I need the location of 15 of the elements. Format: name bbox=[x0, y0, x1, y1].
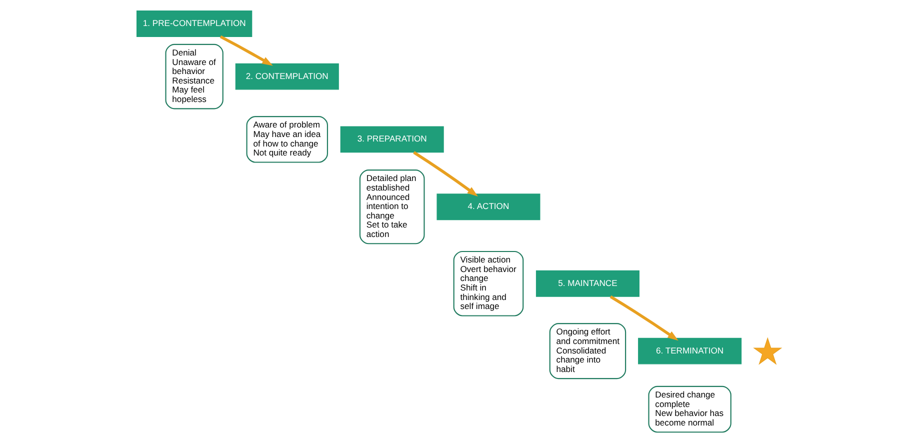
node-box: Denial Unaware of behavior Resistance May feel hopeless bbox=[165, 44, 224, 110]
node-box: 3. PREPARATION bbox=[340, 126, 444, 153]
node-box: 4. ACTION bbox=[436, 194, 540, 220]
node-box: 1. PRE-CONTEMPLATION bbox=[136, 10, 252, 37]
node-box: 5. MAINTANCE bbox=[536, 270, 640, 297]
node-box: 2. CONTEMPLATION bbox=[235, 63, 339, 90]
node-star bbox=[753, 337, 782, 365]
node-box: Ongoing effort and commitment Consolidated change into habit bbox=[549, 323, 626, 380]
arrow bbox=[610, 295, 678, 341]
node-box: Visible action Overt behavior change Shift in thinking and self image bbox=[453, 250, 524, 316]
node-box: Aware of problem May have an idea of how to change Not quite ready bbox=[246, 116, 328, 163]
node-box: Detailed plan established Announced intention to change Set to take action bbox=[359, 170, 425, 244]
arrow bbox=[413, 151, 478, 196]
node-box: 6. TERMINATION bbox=[638, 338, 742, 364]
node-box: Desired change complete New behavior has become normal bbox=[648, 386, 732, 433]
